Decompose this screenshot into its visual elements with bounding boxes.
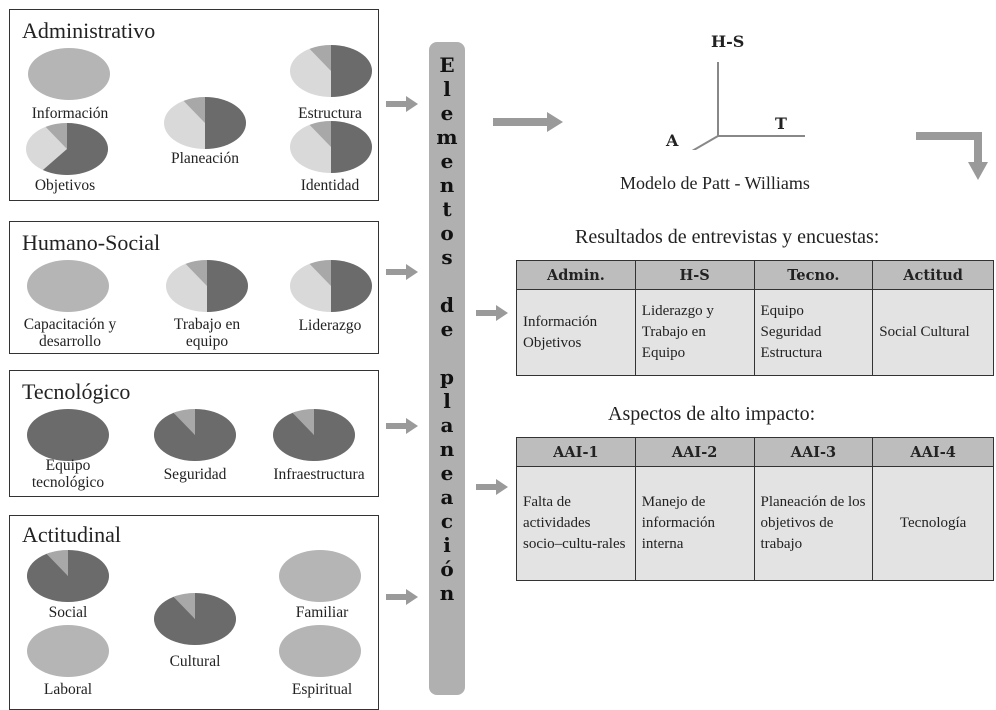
bar-letter: m [436, 125, 458, 149]
pie-chart-icon [26, 550, 109, 602]
results-title: Resultados de entrevistas y encuestas: [575, 226, 880, 248]
bar-letter: a [440, 413, 454, 437]
group-title: Actitudinal [22, 522, 121, 547]
group-administrativo: Administrativo Información Objetivos Pla… [9, 9, 379, 201]
pie-chart-icon [154, 409, 236, 461]
group-title: Tecnológico [22, 379, 131, 404]
table-cell: Información Objetivos [516, 289, 636, 376]
item-label: Laboral [43, 681, 93, 698]
bar-letter: a [440, 485, 454, 509]
pie-chart-icon [290, 45, 372, 97]
arrow-icon [476, 305, 508, 321]
table-cell: Falta de actividades socio–cultu-rales [516, 466, 636, 581]
pie-chart-icon [273, 409, 355, 461]
table-cell: Tecnología [872, 466, 994, 581]
bar-letter: n [439, 173, 455, 197]
bar-letter: o [440, 221, 454, 245]
table-cell: Liderazgo y Trabajo en Equipo [634, 289, 755, 376]
bar-letter: n [439, 437, 455, 461]
item-label: Equipo tecnológico [31, 457, 105, 491]
pie-chart-icon [28, 48, 110, 100]
group-title: Humano-Social [22, 230, 161, 255]
impact-table: AAI-1 AAI-2 AAI-3 AAI-4 Falta de activid… [516, 437, 994, 581]
pie-chart-icon [154, 593, 236, 645]
bent-arrow-icon [916, 132, 988, 180]
axis-label-hs: H-S [711, 32, 745, 51]
item-label: Espiritual [291, 681, 353, 698]
bar-letter: e [440, 461, 454, 485]
pie-chart-icon [279, 550, 361, 602]
item-label: Cultural [169, 653, 221, 670]
bar-letter: l [443, 389, 451, 413]
table-cell: Planeación de los objetivos de trabajo [753, 466, 874, 581]
arrow-icon [386, 96, 418, 112]
item-label: Infraestructura [273, 466, 365, 483]
pie-chart-icon [27, 409, 109, 461]
group-tecnologico: Tecnológico Equipo tecnológico Seguridad… [9, 370, 379, 497]
bar-letter: p [440, 365, 454, 389]
item-label: Planeación [170, 150, 239, 167]
table-header: Tecno. [753, 260, 874, 290]
table-header: AAI-2 [634, 437, 755, 467]
bar-letter: i [443, 533, 451, 557]
pie-chart-icon [279, 625, 361, 677]
impact-title: Aspectos de alto impacto: [608, 403, 816, 425]
item-label: Capacitación y desarrollo [23, 316, 117, 350]
bar-letter: e [440, 101, 454, 125]
bar-letter: E [439, 53, 455, 77]
group-actitudinal: Actitudinal Social Laboral Cultural Fami… [9, 515, 379, 710]
bar-letter: ó [440, 557, 454, 581]
item-label: Familiar [295, 604, 349, 621]
arrow-icon [386, 418, 418, 434]
table-cell: Manejo de información interna [634, 466, 755, 581]
group-title: Administrativo [22, 18, 156, 43]
item-label: Social [48, 604, 88, 621]
table-header: AAI-4 [872, 437, 994, 467]
table-header: H-S [634, 260, 755, 290]
axis-label-t: T [775, 114, 787, 133]
model-caption: Modelo de Patt - Williams [620, 173, 810, 193]
bar-letter: c [440, 509, 454, 533]
group-humano-social: Humano-Social Capacitación y desarrollo … [9, 221, 379, 354]
pie-chart-icon [26, 123, 108, 175]
pie-chart-icon [27, 260, 109, 312]
bar-letter: t [442, 197, 452, 221]
arrow-icon [493, 112, 563, 132]
pie-chart-icon [27, 625, 109, 677]
bar-letter: d [440, 293, 454, 317]
table-header: Actitud [872, 260, 994, 290]
arrow-icon [386, 264, 418, 280]
table-header: AAI-1 [516, 437, 636, 467]
pie-chart-icon [290, 121, 372, 173]
arrow-icon [476, 479, 508, 495]
item-label: Identidad [300, 177, 360, 194]
arrow-icon [386, 589, 418, 605]
table-cell: Social Cultural [872, 289, 994, 376]
table-header: AAI-3 [753, 437, 874, 467]
table-cell: Equipo Seguridad Estructura [753, 289, 874, 376]
item-label: Seguridad [163, 466, 227, 483]
pie-chart-icon [166, 260, 248, 312]
model-axes-diagram [691, 62, 805, 150]
item-label: Objetivos [34, 177, 96, 194]
item-label: Estructura [298, 105, 362, 122]
bar-letter: e [440, 317, 454, 341]
axis-label-a: A [666, 131, 679, 150]
item-label: Información [31, 105, 109, 122]
table-header: Admin. [516, 260, 636, 290]
bar-letter: s [441, 245, 453, 269]
bar-letter: n [439, 581, 455, 605]
item-label: Liderazgo [298, 317, 362, 334]
bar-letter: e [440, 149, 454, 173]
item-label: Trabajo en equipo [173, 316, 241, 350]
pie-chart-icon [290, 260, 372, 312]
bar-letter: l [443, 77, 451, 101]
pie-chart-icon [164, 97, 246, 149]
results-table: Admin. H-S Tecno. Actitud Información Ob… [516, 260, 994, 376]
